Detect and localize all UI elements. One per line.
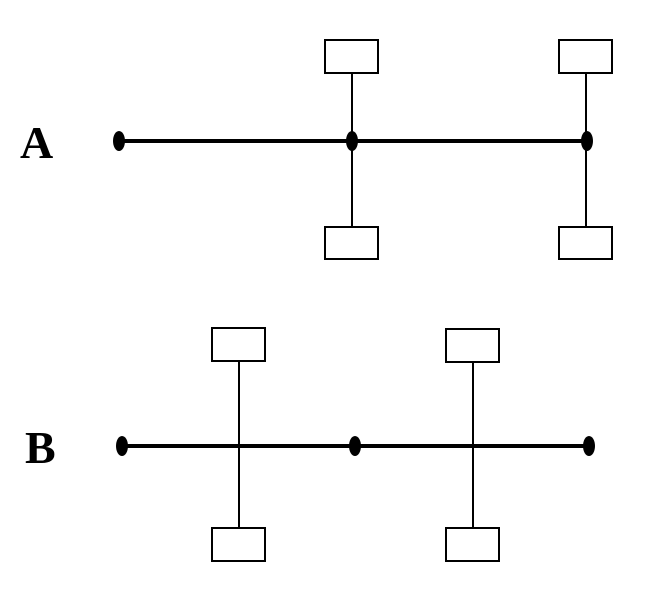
diagram-a-branch-2-top-box bbox=[558, 39, 613, 74]
diagram-b-node-1 bbox=[116, 436, 128, 456]
diagram-a-label: A bbox=[20, 117, 53, 168]
diagram-a: A bbox=[20, 39, 613, 260]
diagram-b-branch-2-top-box bbox=[445, 328, 500, 363]
diagram-b-node-3 bbox=[583, 436, 595, 456]
diagram-a-branch-2-bottom-box bbox=[558, 226, 613, 260]
diagram-a-branch-1-bottom-box bbox=[324, 226, 379, 260]
diagram-b-branch-1-top-box bbox=[211, 327, 266, 362]
diagram-a-node-2 bbox=[346, 131, 358, 151]
diagram-a-branch-1-top-box bbox=[324, 39, 379, 74]
diagram-a-node-1 bbox=[113, 131, 125, 151]
diagram-a-node-3 bbox=[581, 131, 593, 151]
diagram-b: B bbox=[25, 327, 595, 562]
diagram-b-branch-2-bottom-box bbox=[445, 527, 500, 562]
diagram-b-node-2 bbox=[349, 436, 361, 456]
diagram-b-branch-1-bottom-box bbox=[211, 527, 266, 562]
diagram-b-label: B bbox=[25, 422, 56, 473]
